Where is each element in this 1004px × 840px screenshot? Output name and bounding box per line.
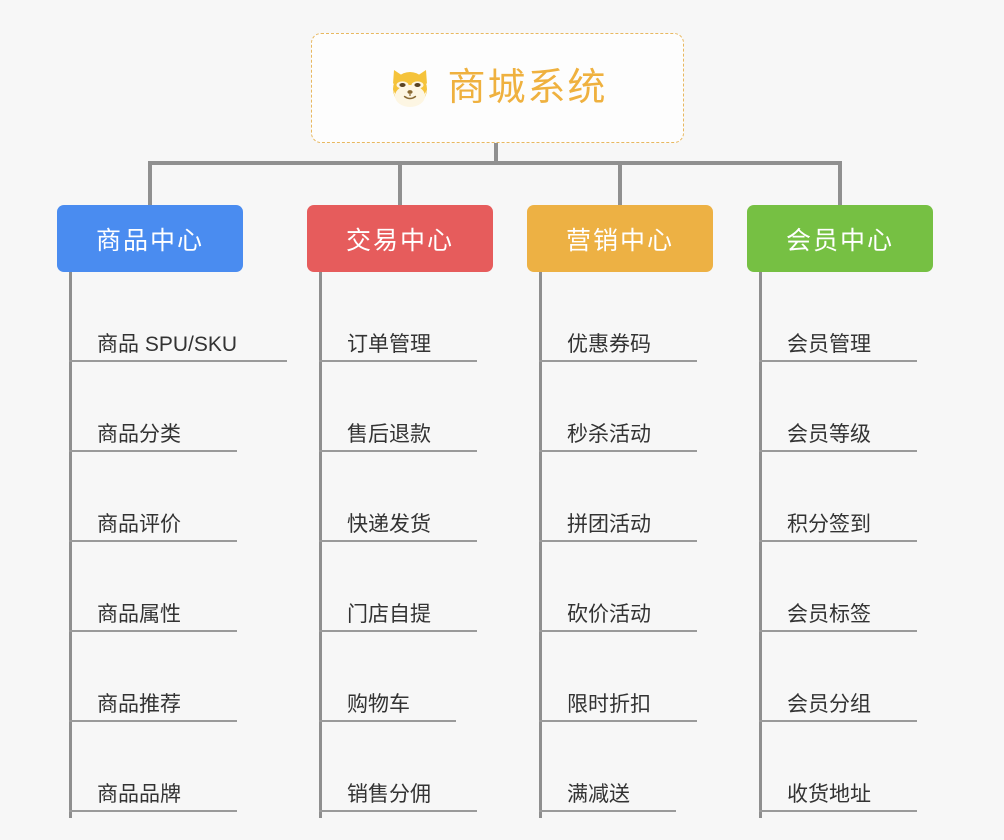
branch-trunk-line xyxy=(539,272,542,818)
connector-horizontal-bus xyxy=(148,161,842,165)
leaf-item[interactable]: 商品属性 xyxy=(69,542,237,632)
leaf-label: 商品属性 xyxy=(97,602,181,626)
leaf-item[interactable]: 秒杀活动 xyxy=(539,362,697,452)
leaf-label: 商品品牌 xyxy=(97,782,181,806)
leaf-label: 订单管理 xyxy=(347,332,431,356)
leaf-item[interactable]: 商品品牌 xyxy=(69,722,237,812)
leaf-label: 快递发货 xyxy=(347,512,431,536)
leaf-label: 门店自提 xyxy=(347,602,431,626)
leaf-label: 会员管理 xyxy=(787,332,871,356)
leaf-item[interactable]: 收货地址 xyxy=(759,722,917,812)
leaf-item[interactable]: 商品 SPU/SKU xyxy=(69,272,287,362)
leaf-item[interactable]: 限时折扣 xyxy=(539,632,697,722)
leaf-label: 会员标签 xyxy=(787,602,871,626)
leaf-label: 购物车 xyxy=(347,692,410,716)
root-node[interactable]: 商城系统 xyxy=(311,33,684,143)
leaf-item[interactable]: 会员标签 xyxy=(759,542,917,632)
leaf-label: 收货地址 xyxy=(787,782,871,806)
category-label: 交易中心 xyxy=(345,226,454,255)
leaf-label: 限时折扣 xyxy=(567,692,651,716)
leaf-item[interactable]: 积分签到 xyxy=(759,452,917,542)
branch-trunk-line xyxy=(759,272,762,818)
leaf-label: 商品推荐 xyxy=(97,692,181,716)
connector-drop-marketing-center xyxy=(618,161,622,206)
leaf-label: 商品评价 xyxy=(97,512,181,536)
leaf-label: 会员分组 xyxy=(787,692,871,716)
leaf-label: 拼团活动 xyxy=(567,512,651,536)
leaf-item[interactable]: 商品评价 xyxy=(69,452,237,542)
leaf-label: 优惠券码 xyxy=(567,332,651,356)
leaf-label: 秒杀活动 xyxy=(567,422,651,446)
leaf-label: 满减送 xyxy=(567,782,630,806)
leaf-item[interactable]: 门店自提 xyxy=(319,542,477,632)
leaf-label: 售后退款 xyxy=(347,422,431,446)
leaf-item[interactable]: 商品分类 xyxy=(69,362,237,452)
leaf-item[interactable]: 优惠券码 xyxy=(539,272,697,362)
connector-root-stem xyxy=(494,143,498,164)
leaf-label: 商品 SPU/SKU xyxy=(97,332,238,356)
leaf-label: 商品分类 xyxy=(97,422,181,446)
leaf-item[interactable]: 满减送 xyxy=(539,722,676,812)
connector-drop-trade-center xyxy=(398,161,402,206)
branch-trunk-line xyxy=(319,272,322,818)
leaf-item[interactable]: 会员管理 xyxy=(759,272,917,362)
leaf-item[interactable]: 购物车 xyxy=(319,632,456,722)
leaf-item[interactable]: 订单管理 xyxy=(319,272,477,362)
root-title: 商城系统 xyxy=(447,67,608,109)
leaf-item[interactable]: 砍价活动 xyxy=(539,542,697,632)
leaf-item[interactable]: 拼团活动 xyxy=(539,452,697,542)
connector-drop-product-center xyxy=(148,161,152,206)
shiba-dog-face-icon xyxy=(387,65,433,111)
leaf-label: 积分签到 xyxy=(787,512,871,536)
category-label: 会员中心 xyxy=(785,226,894,255)
category-label: 商品中心 xyxy=(95,226,204,255)
leaf-label: 销售分佣 xyxy=(347,782,431,806)
leaf-label: 会员等级 xyxy=(787,422,871,446)
category-header-trade-center[interactable]: 交易中心 xyxy=(307,205,493,272)
category-header-product-center[interactable]: 商品中心 xyxy=(57,205,243,272)
leaf-item[interactable]: 商品推荐 xyxy=(69,632,237,722)
connector-drop-member-center xyxy=(838,161,842,206)
leaf-item[interactable]: 会员等级 xyxy=(759,362,917,452)
leaf-item[interactable]: 销售分佣 xyxy=(319,722,477,812)
leaf-label: 砍价活动 xyxy=(567,602,651,626)
category-header-member-center[interactable]: 会员中心 xyxy=(747,205,933,272)
category-header-marketing-center[interactable]: 营销中心 xyxy=(527,205,713,272)
leaf-item[interactable]: 快递发货 xyxy=(319,452,477,542)
category-label: 营销中心 xyxy=(565,226,674,255)
leaf-item[interactable]: 会员分组 xyxy=(759,632,917,722)
branch-trunk-line xyxy=(69,272,72,818)
leaf-item[interactable]: 售后退款 xyxy=(319,362,477,452)
